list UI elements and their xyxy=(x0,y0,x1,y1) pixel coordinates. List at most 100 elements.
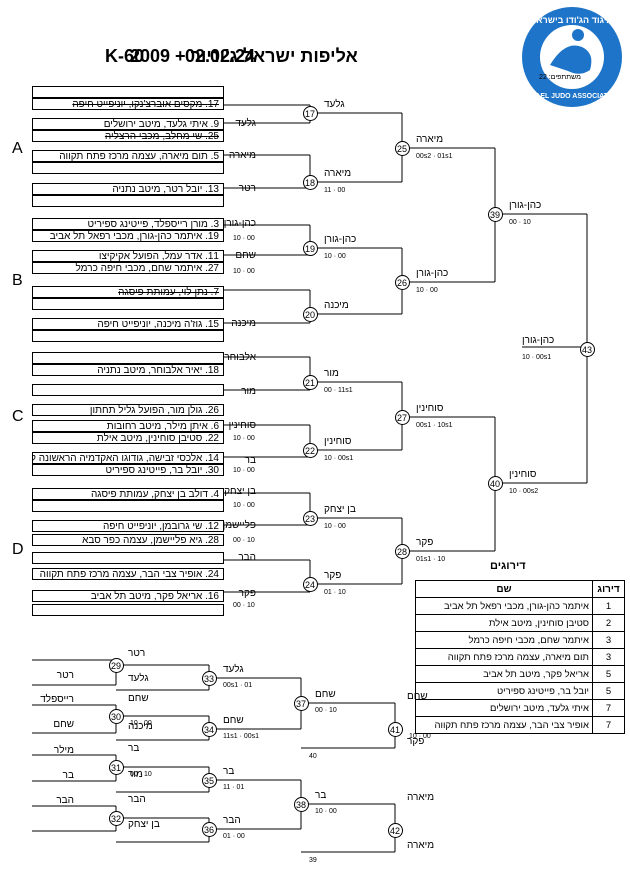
repechage-winner: גלעד xyxy=(223,664,244,675)
match-24: 24 xyxy=(302,576,318,592)
repechage-score: 10 · 00 xyxy=(315,808,337,815)
ranking-place: 5 xyxy=(592,665,625,683)
ranking-place: 3 xyxy=(592,648,625,666)
repechage-match-29: 29 xyxy=(108,657,124,673)
entry-slot-empty xyxy=(32,352,224,364)
repechage-match-41: 41 xyxy=(387,721,403,737)
svg-text:משתתפים: 22: משתתפים: 22 xyxy=(539,74,581,81)
ranking-title: דירוגים xyxy=(490,560,526,572)
match-score: 00s2 · 01s1 xyxy=(416,153,453,160)
match-winner: כהן-גורן xyxy=(324,234,357,245)
repechage-match-33: 33 xyxy=(201,670,217,686)
entry-17: 30. יובל בר, פייטינג ספיריט xyxy=(32,464,224,476)
match-score: 00s1 · 10s1 xyxy=(416,422,453,429)
match-winner: בן יצחק xyxy=(324,504,356,515)
match-17: 17 xyxy=(302,105,318,121)
repechage-winner: שחם xyxy=(315,689,336,700)
repechage-winner: בר xyxy=(223,766,235,777)
entry-slot-empty xyxy=(32,195,224,207)
ranking-place: 2 xyxy=(592,614,625,632)
repechage-match-38: 38 xyxy=(293,796,309,812)
match-winner: מיארה xyxy=(324,168,352,179)
ranking-table: שם דירוג איתמר כהן-גורן, מכבי רפאל תל אב… xyxy=(415,580,625,734)
match-winner: מור xyxy=(324,368,339,379)
weight-category: K-60 xyxy=(105,46,145,66)
ranking-place: 1 xyxy=(592,597,625,615)
match-21: 21 xyxy=(302,374,318,390)
round1-label: בר xyxy=(244,455,256,466)
entry-6: 3. מורן רייספלד, פייטינג ספיריט xyxy=(32,218,224,230)
match-winner: כהן-גורן xyxy=(416,268,449,279)
entry-7: 19. איתמר כהן-גורן, מכבי רפאל תל אביב xyxy=(32,230,224,242)
entry-21: 24. אופיר צבי הבר, עצמה מרכז פתח תקווה xyxy=(32,568,224,580)
match-score: 10 · 00 xyxy=(324,523,346,530)
entry-15: 22. סטיבן סוחינין, מיטב אילת xyxy=(32,432,224,444)
repechage-match-34: 34 xyxy=(201,721,217,737)
round1-label: גלעד xyxy=(235,118,256,129)
match-28: 28 xyxy=(394,543,410,559)
entry-16: 14. אלכסי זבישה, גודוגו האקדמיה הראשונה … xyxy=(32,452,224,464)
repechage-winner: הבר xyxy=(223,815,241,826)
round1-score: 10 · 00 xyxy=(233,467,255,474)
repechage-winner: בר xyxy=(315,790,327,801)
ranking-place: 5 xyxy=(592,682,625,700)
match-score: 10 · 00 xyxy=(324,253,346,260)
match-score: 01s1 · 10 xyxy=(416,556,446,563)
match-39: 39 xyxy=(487,206,503,222)
match-score: 11 · 00 xyxy=(324,187,346,194)
ranking-name: איתמר שחם, מכבי חיפה כרמל xyxy=(415,631,593,649)
round1-label: שחם xyxy=(235,250,256,261)
repechage-score: 01 · 00 xyxy=(223,833,245,840)
entry-22: 16. אריאל פקר, מיטב תל אביב xyxy=(32,590,224,602)
rank-col-place: דירוג xyxy=(592,580,625,598)
repechage-source-note: 40 xyxy=(309,753,317,760)
repechage-top: הבר xyxy=(128,794,146,805)
round1-label: הבר xyxy=(238,552,256,563)
entry-19: 12. שי גרובמן, יוניפייט חיפה xyxy=(32,520,224,532)
repechage-winner: שחם xyxy=(223,715,244,726)
entry-3: 25. שי מחלב, מכבי הרצליה xyxy=(32,130,224,142)
repechage-score: 00 · 10 xyxy=(315,707,337,714)
match-winner: מיארה xyxy=(416,134,444,145)
repechage-score: 10 · 00 xyxy=(409,733,431,740)
match-winner: כהן-גורן xyxy=(509,200,542,211)
match-22: 22 xyxy=(302,442,318,458)
repechage-entrant: בר xyxy=(62,770,74,781)
match-43: 43 xyxy=(579,341,595,357)
repechage-score: 10 · 00 xyxy=(130,720,152,727)
repechage-entrant: הבר xyxy=(56,795,74,806)
event-date: 02.02.24 xyxy=(185,46,256,66)
match-score: 10 · 00 xyxy=(416,287,438,294)
match-26: 26 xyxy=(394,274,410,290)
pool-label: D xyxy=(12,541,24,558)
entry-5: 13. יובל רטר, מיטב נתניה xyxy=(32,183,224,195)
repechage-top: מיארה xyxy=(407,792,435,803)
match-19: 19 xyxy=(302,240,318,256)
ranking-name: אריאל פקר, מיטב תל אביב xyxy=(415,665,593,683)
entry-slot-empty xyxy=(32,500,224,512)
entry-slot-empty xyxy=(32,384,224,396)
match-score: 00 · 11s1 xyxy=(324,387,353,394)
ranking-name: אופיר צבי הבר, עצמה מרכז פתח תקווה xyxy=(415,716,593,734)
match-40: 40 xyxy=(487,475,503,491)
repechage-entrant: רטר xyxy=(56,670,74,681)
ranking-place: 7 xyxy=(592,699,625,717)
page-title: אליפות ישראל ג'וניור 2009 + xyxy=(130,46,358,66)
match-winner: פקר xyxy=(416,537,434,548)
ranking-name: תום מיארה, עצמה מרכז פתח תקווה xyxy=(415,648,593,666)
entry-slot-empty xyxy=(32,552,224,564)
round1-score: 10 · 00 xyxy=(233,235,255,242)
entry-slot-empty xyxy=(32,162,224,174)
match-winner: מיכנה xyxy=(324,300,349,311)
repechage-bottom: בן יצחק xyxy=(128,819,160,830)
ranking-name: איתמר כהן-גורן, מכבי רפאל תל אביב xyxy=(415,597,593,615)
match-winner: גלעד xyxy=(324,99,345,110)
entry-8: 11. אדר עמל, הפועל אקיקיצו xyxy=(32,250,224,262)
repechage-bottom: מור xyxy=(128,769,143,780)
match-winner: סוחינין xyxy=(416,403,444,414)
match-score: 10 · 00s2 xyxy=(509,488,539,495)
